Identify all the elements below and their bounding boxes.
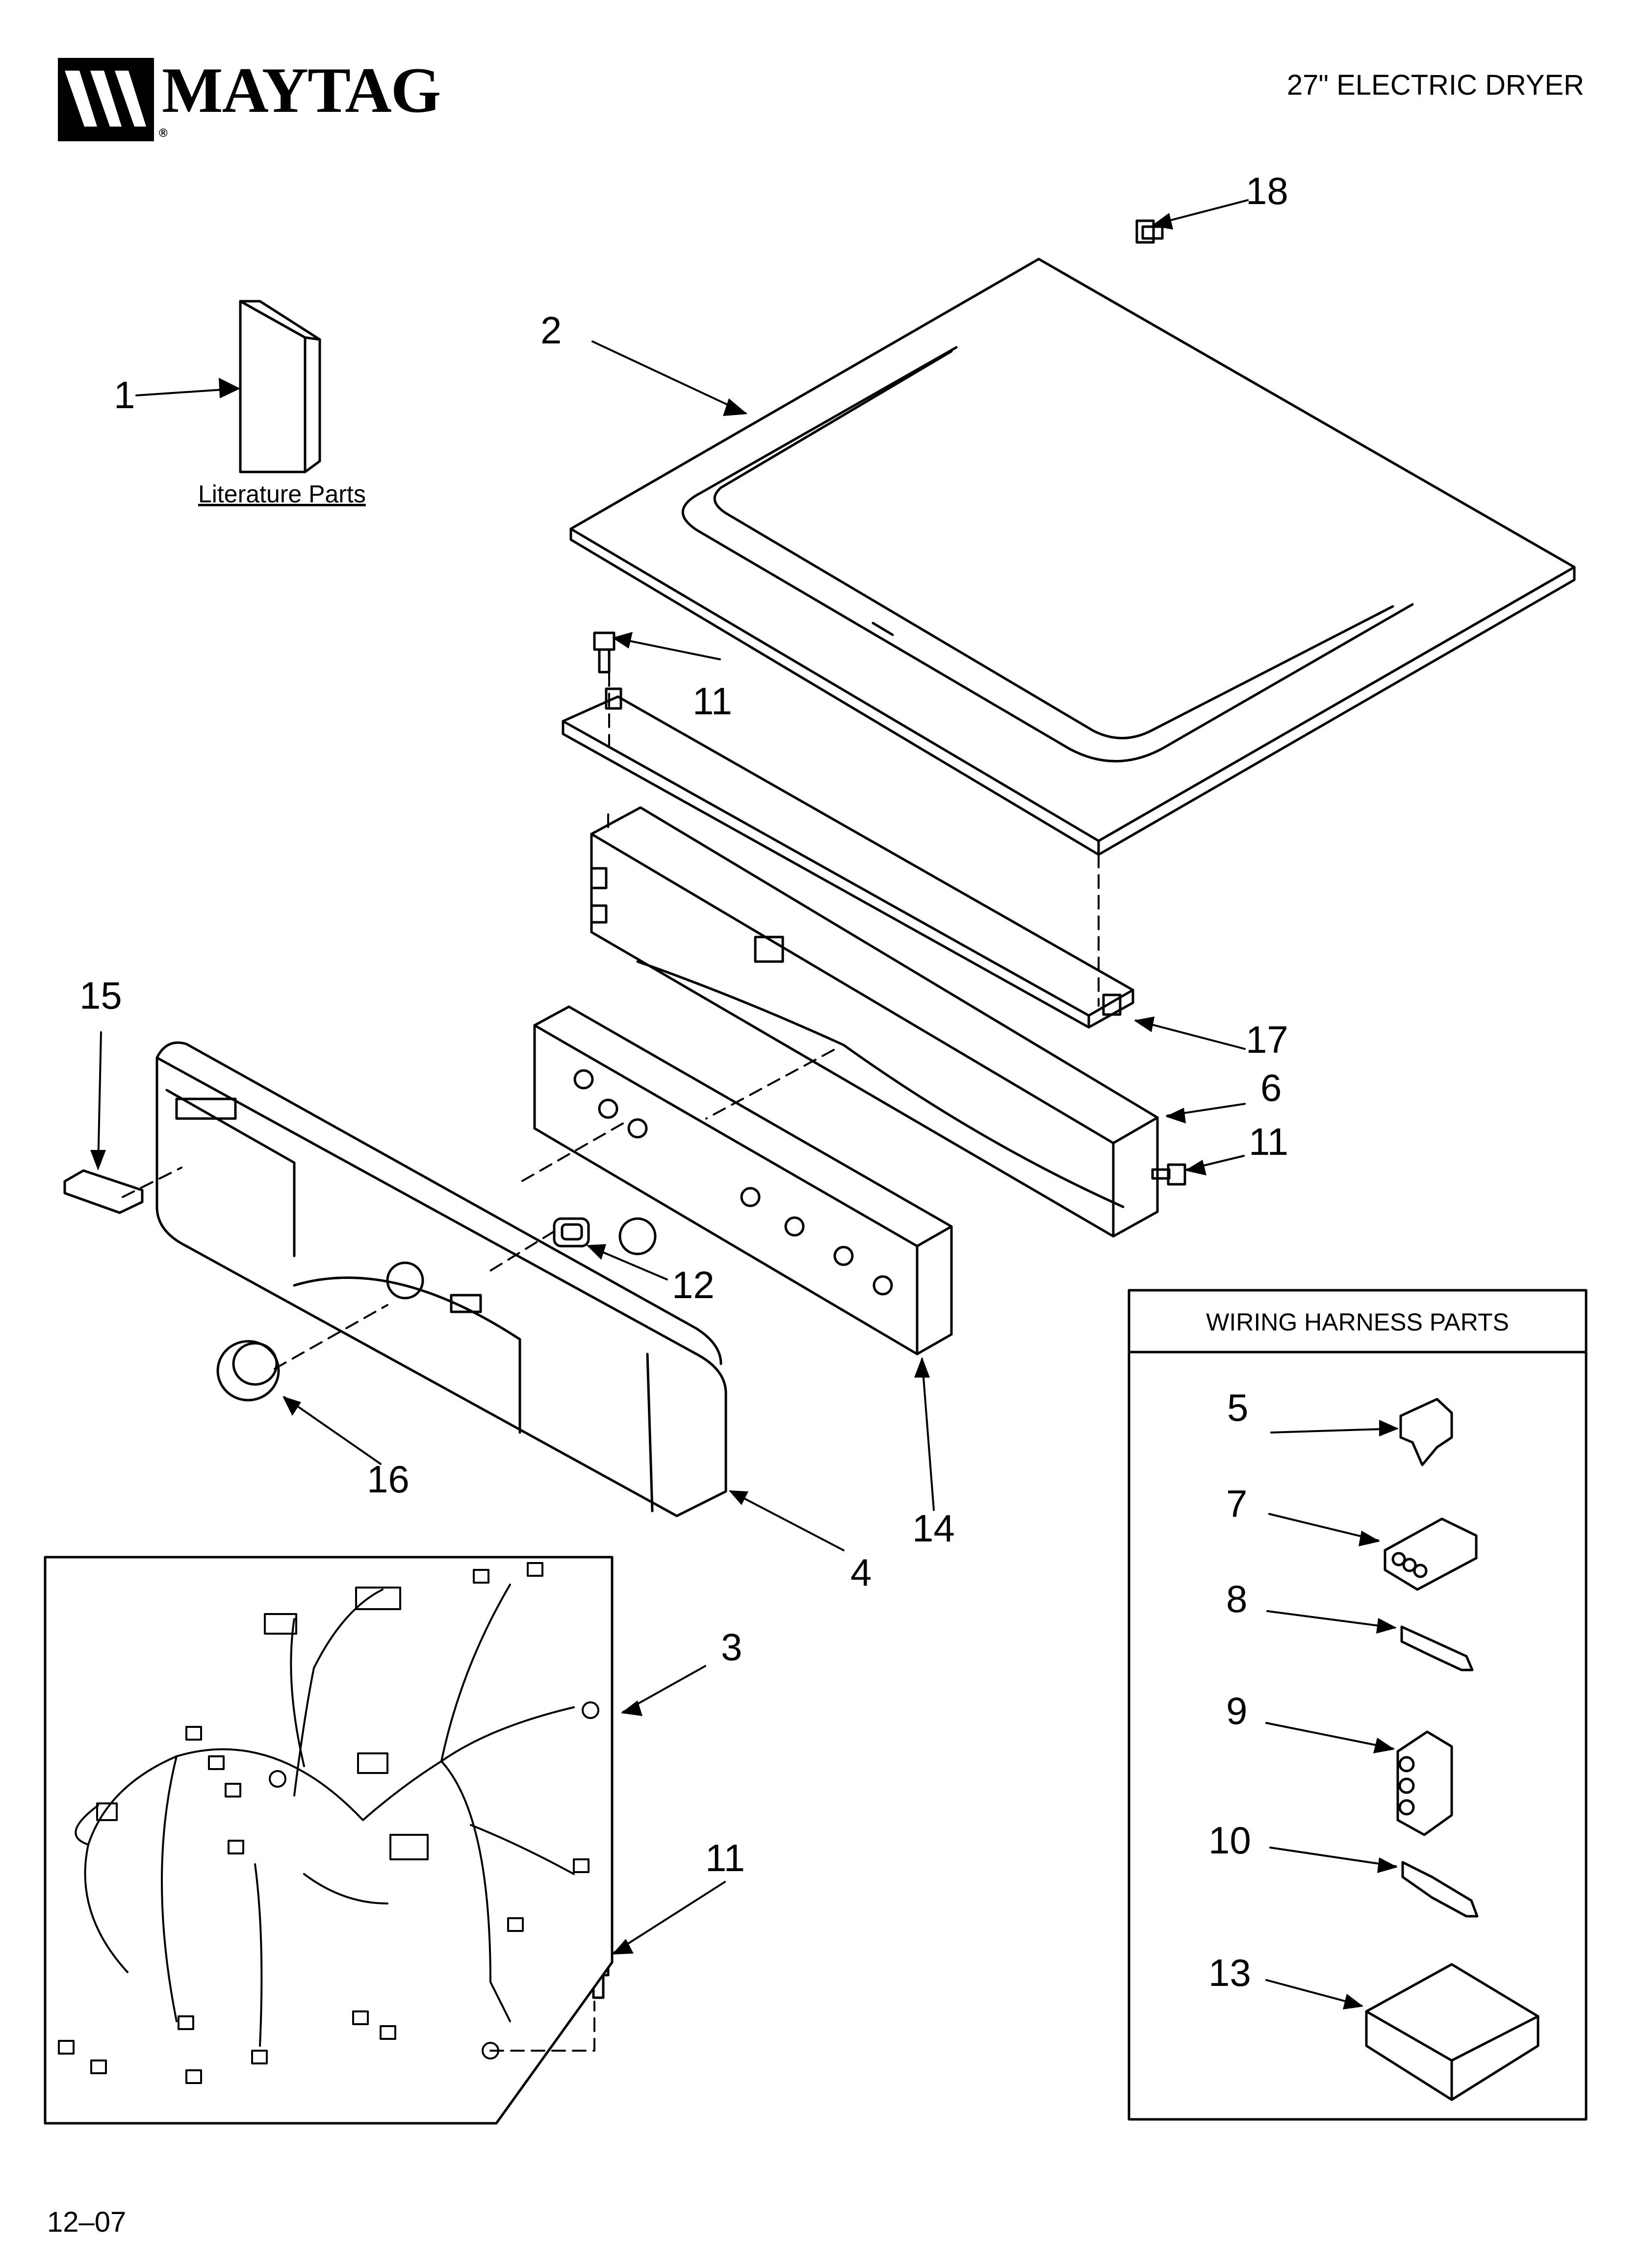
screw-18-part bbox=[1135, 219, 1164, 244]
top-panel-part bbox=[569, 258, 1576, 856]
callout-5: 5 bbox=[1227, 1386, 1249, 1429]
terminal-8-part bbox=[1400, 1625, 1474, 1671]
connector-9-part bbox=[1396, 1730, 1453, 1836]
console-panel-part bbox=[155, 1041, 727, 1517]
callout-18: 18 bbox=[1246, 169, 1288, 212]
terminal-10-part bbox=[1401, 1861, 1479, 1918]
callout-1: 1 bbox=[114, 373, 135, 417]
callout-15: 15 bbox=[79, 974, 122, 1017]
callout-2: 2 bbox=[540, 309, 562, 352]
callout-4: 4 bbox=[850, 1551, 872, 1594]
screw-11-side-part bbox=[1151, 1163, 1186, 1186]
callout-17: 17 bbox=[1246, 1018, 1288, 1061]
connector-7-part bbox=[1384, 1517, 1478, 1591]
callout-8: 8 bbox=[1226, 1577, 1248, 1620]
knob-part bbox=[216, 1340, 280, 1402]
callout-7: 7 bbox=[1226, 1482, 1248, 1525]
connector-13-part bbox=[1365, 1963, 1539, 2101]
wiring-harness-parts-title: WIRING HARNESS PARTS bbox=[1206, 1308, 1509, 1336]
control-board-part bbox=[533, 1005, 953, 1356]
callout-11-side: 11 bbox=[1249, 1120, 1288, 1163]
callout-10: 10 bbox=[1208, 1819, 1251, 1862]
control-housing-part bbox=[590, 806, 1159, 1238]
literature-parts-label: Literature Parts bbox=[198, 480, 366, 508]
callout-13: 13 bbox=[1208, 1951, 1251, 1994]
wiring-harness-parts-box bbox=[1128, 1289, 1588, 2121]
callout-11-upper: 11 bbox=[693, 679, 732, 723]
console-bracket-part bbox=[562, 687, 1134, 1029]
light-pipe-part bbox=[63, 1169, 144, 1214]
connector-5-part bbox=[1399, 1398, 1453, 1466]
callout-12: 12 bbox=[672, 1263, 715, 1306]
callout-16: 16 bbox=[367, 1458, 410, 1501]
revision-code: 12–07 bbox=[47, 2206, 127, 2238]
literature-book-part bbox=[239, 300, 321, 473]
maytag-logo bbox=[58, 58, 154, 141]
document-title: 27" ELECTRIC DRYER bbox=[1286, 69, 1584, 101]
registered-mark: ® bbox=[159, 127, 168, 140]
callout-3: 3 bbox=[721, 1625, 743, 1668]
wiring-harness-part bbox=[58, 1562, 599, 2084]
screw-11-upper-part bbox=[593, 631, 616, 674]
callout-14: 14 bbox=[912, 1507, 955, 1550]
callout-9: 9 bbox=[1226, 1689, 1248, 1732]
brand-name: MAYTAG bbox=[162, 54, 441, 126]
button-part bbox=[553, 1217, 590, 1248]
callout-11-harness: 11 bbox=[705, 1836, 745, 1879]
harness-box bbox=[44, 1556, 614, 2125]
callout-6: 6 bbox=[1260, 1066, 1282, 1109]
